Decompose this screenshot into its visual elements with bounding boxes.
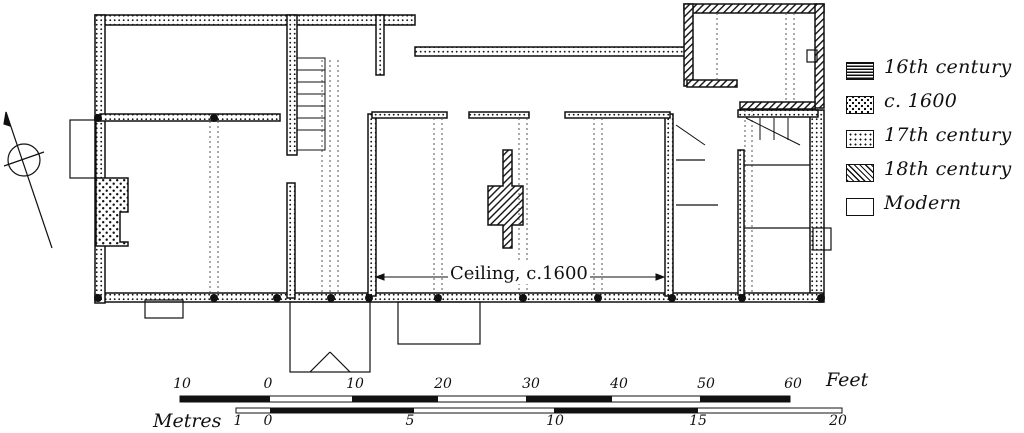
wing-18th-century <box>487 3 825 249</box>
metres-tick-label: 0 <box>263 413 273 429</box>
feet-tick-label: 60 <box>784 376 802 392</box>
posts-16th-century <box>94 114 825 302</box>
legend-swatch-17th-century <box>846 130 874 148</box>
scale-bar-feet <box>179 395 791 403</box>
feet-tick-label: 40 <box>610 376 628 392</box>
legend-label: 17th century <box>884 124 1012 146</box>
metres-tick-label: 5 <box>405 413 415 429</box>
metres-tick-label: 1 <box>233 413 243 429</box>
feet-tick-label: 10 <box>346 376 364 392</box>
scale-bar-metres <box>235 407 843 414</box>
legend-swatch-18th-century <box>846 164 874 182</box>
walls-17th-century <box>94 14 825 304</box>
modern-additions <box>69 49 832 373</box>
metres-unit-label: Metres <box>153 410 222 432</box>
legend-swatch-16th-century <box>846 62 874 80</box>
chimney-c1600 <box>95 177 129 247</box>
legend-item-16th-century: 16th century <box>846 56 1024 90</box>
legend-label: Modern <box>884 192 962 214</box>
feet-tick-label: 10 <box>173 376 191 392</box>
legend-item-18th-century: 18th century <box>846 158 1024 192</box>
metres-tick-label: 20 <box>829 413 847 429</box>
legend-item-c1600: c. 1600 <box>846 90 1024 124</box>
feet-tick-label: 20 <box>434 376 452 392</box>
legend-label: c. 1600 <box>884 90 958 112</box>
metres-tick-label: 10 <box>546 413 564 429</box>
feet-tick-label: 0 <box>263 376 273 392</box>
legend-swatch-c1600 <box>846 96 874 114</box>
metres-tick-label: 15 <box>689 413 707 429</box>
legend-label: 16th century <box>884 56 1012 78</box>
legend: 16th century c. 1600 17th century 18th c… <box>846 56 1024 226</box>
legend-label: 18th century <box>884 158 1012 180</box>
legend-item-modern: Modern <box>846 192 1024 226</box>
legend-swatch-modern <box>846 198 874 216</box>
stairs <box>296 57 801 151</box>
legend-item-17th-century: 17th century <box>846 124 1024 158</box>
north-arrow-icon <box>3 111 53 249</box>
feet-tick-label: 30 <box>522 376 540 392</box>
feet-unit-label: Feet <box>826 369 869 391</box>
ceiling-annotation: Ceiling, c.1600 <box>448 263 590 284</box>
feet-tick-label: 50 <box>697 376 715 392</box>
